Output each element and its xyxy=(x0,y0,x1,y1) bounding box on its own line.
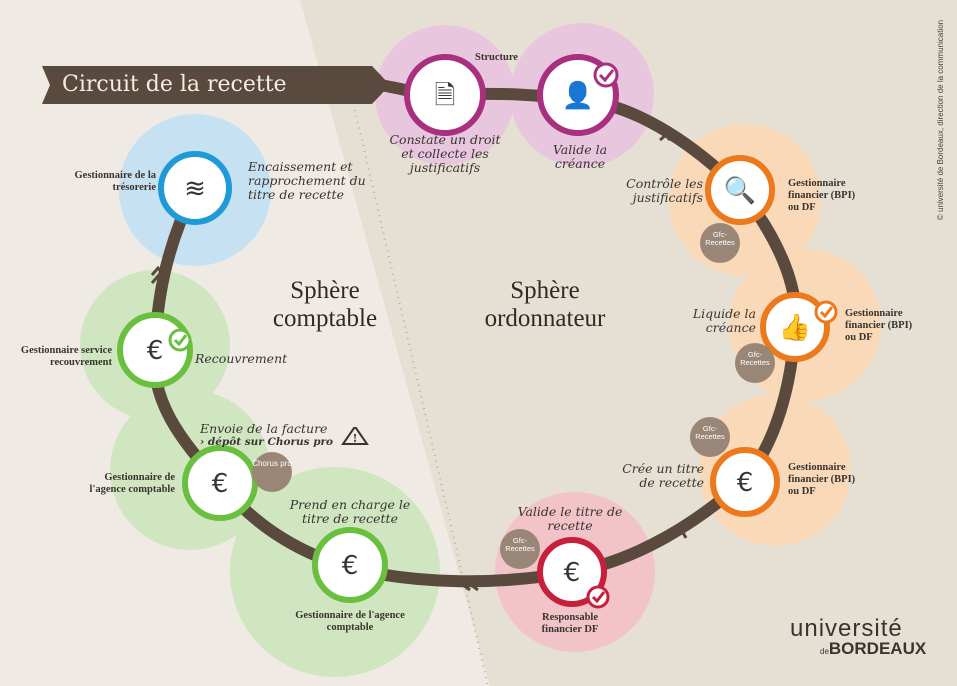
warning-icon: ! xyxy=(341,427,369,445)
role-label: Gestionnaire de la trésorerie xyxy=(74,170,156,193)
step-action: Envoie de la facture xyxy=(200,421,328,436)
role-label: Responsable financier DF xyxy=(541,612,599,635)
step-action: Crée un titre de recette xyxy=(622,461,704,490)
euro-hand-icon: € xyxy=(147,336,164,366)
universite-bordeaux-logo: université deBORDEAUX xyxy=(790,615,926,659)
title-banner xyxy=(42,66,390,104)
credit-text: © université de Bordeaux, direction de l… xyxy=(936,19,945,221)
step-action: Encaissement et rapprochement du titre d… xyxy=(248,159,366,202)
check-icons xyxy=(168,62,838,609)
step-action: Valide le titre de recette xyxy=(517,504,623,533)
magnifier-document-icon: 🔍 xyxy=(724,173,756,206)
coins-purse-icon: ≋ xyxy=(184,174,206,204)
chorus-pro-badge: Chorus pro xyxy=(252,452,292,492)
svg-text:!: ! xyxy=(353,432,358,445)
step-action: Valide la créance xyxy=(552,142,608,171)
sphere-ordonnateur-label: Sphère ordonnateur xyxy=(484,277,606,332)
role-label: Gestionnaire financier (BPI) ou DF xyxy=(788,178,856,213)
role-label: Gestionnaire financier (BPI) ou DF xyxy=(845,308,913,343)
sphere-divider xyxy=(354,109,489,686)
step-action: Contrôle les justificatifs xyxy=(626,176,703,205)
role-label: Structure xyxy=(475,52,518,63)
step-action: Prend en charge le titre de recette xyxy=(289,497,411,526)
step-action: Constate un droit et collecte les justif… xyxy=(389,132,501,175)
step-action-sub: › dépôt sur Chorus pro xyxy=(200,436,334,448)
role-label: Gestionnaire de l'agence comptable xyxy=(89,472,175,495)
euro-seal-icon: € xyxy=(737,468,754,498)
gfc-recettes-badge: Gfc-Recettes xyxy=(690,417,730,457)
euro-purse-icon: € xyxy=(342,551,359,581)
user-laptop-icon: 👤 xyxy=(562,80,594,111)
euro-invoice-icon: € xyxy=(212,469,229,499)
thumb-up-document-icon: 👍 xyxy=(779,312,811,343)
step-action: Recouvrement xyxy=(195,351,288,366)
role-label: Gestionnaire service recouvrement xyxy=(20,345,112,368)
sphere-comptable-label: Sphère comptable xyxy=(272,277,378,332)
logo-line1: université xyxy=(790,615,903,642)
logo-line2: BORDEAUX xyxy=(828,639,927,658)
direction-chevrons xyxy=(150,126,691,592)
role-label: Gestionnaire financier (BPI) ou DF xyxy=(788,462,856,497)
document-icon: 🗎 xyxy=(435,81,456,111)
euro-thumb-icon: € xyxy=(564,558,581,588)
logo-prefix: de xyxy=(820,647,829,656)
role-label: Gestionnaire de l'agence comptable xyxy=(295,610,405,633)
gfc-recettes-badge: Gfc-Recettes xyxy=(500,529,540,569)
gfc-recettes-badge: Gfc-Recettes xyxy=(735,343,775,383)
gfc-recettes-badge: Gfc-Recettes xyxy=(700,223,740,263)
step-action: Liquide la créance xyxy=(692,306,756,335)
page-title: Circuit de la recette xyxy=(62,72,287,97)
